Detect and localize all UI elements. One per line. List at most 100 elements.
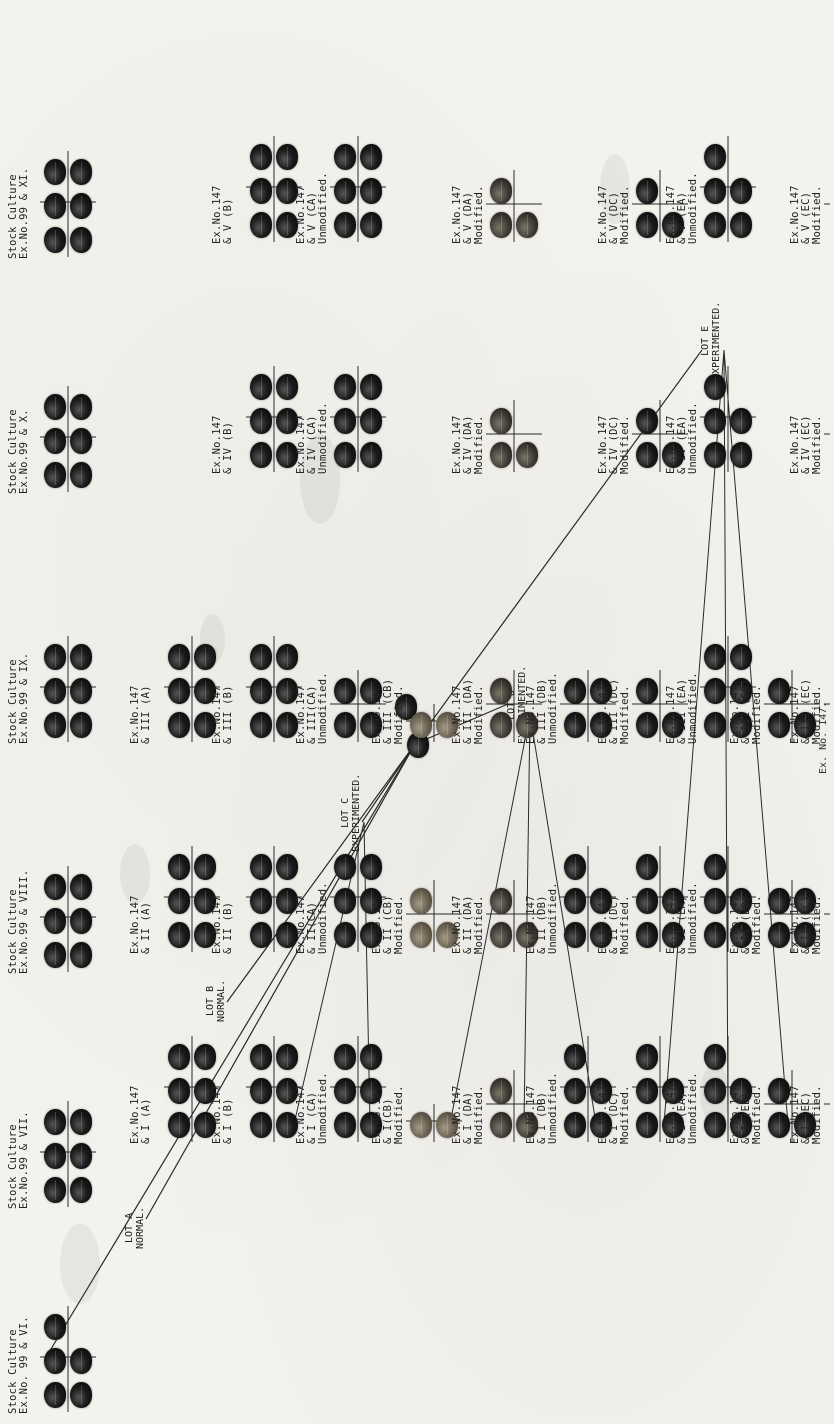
beetle-stock-x [70, 428, 92, 454]
beetle-stock-ix [44, 678, 66, 704]
beetle-db-ii [564, 854, 586, 880]
beetle-ea-iv [704, 374, 726, 400]
group-label-b-iii: Ex.No.147& III (B) [212, 685, 234, 744]
branch-line-1 [146, 744, 415, 1219]
beetle-cb-ii [410, 922, 432, 948]
group-label-line: & II (B) [223, 895, 234, 954]
beetle-stock-xi [70, 227, 92, 253]
beetle-stock-x [70, 462, 92, 488]
group-label-stock-x: Stock CultureEx.No.99 & X. [8, 409, 30, 494]
group-label-line: Modified. [620, 679, 631, 744]
beetle-db-i [564, 1078, 586, 1104]
beetle-cb-iii [410, 712, 432, 738]
beetle-eb-ii [768, 922, 790, 948]
lot-e-label: LOT EEXPERIMENTED. [700, 302, 722, 380]
beetle-ca-v [360, 144, 382, 170]
group-label-b-i: Ex.No.147& I (B) [212, 1085, 234, 1144]
beetle-ea-ii [704, 888, 726, 914]
group-label-a-iii: Ex.No.147& III (A) [130, 685, 152, 744]
beetle-a-i [168, 1044, 190, 1070]
beetle-ca-i [334, 1112, 356, 1138]
group-label-da-ii: Ex.No.147& II (DA)Modified. [452, 895, 485, 954]
group-label-line: & I (A) [141, 1085, 152, 1144]
beetle-b-iii [276, 644, 298, 670]
beetle-a-iii [168, 678, 190, 704]
group-label-line: Modified. [474, 185, 485, 244]
beetle-stock-vi [44, 1348, 66, 1374]
beetle-dc-iii [636, 712, 658, 738]
beetle-db-ii [564, 888, 586, 914]
lot-b-label: LOT BNORMAL. [205, 980, 227, 1022]
beetle-ca-iv [334, 374, 356, 400]
beetle-ca-iv [360, 408, 382, 434]
beetle-da-v [516, 212, 538, 238]
beetle-da-ii [490, 922, 512, 948]
beetle-ca-iv [360, 374, 382, 400]
beetle-stock-vii [44, 1109, 66, 1135]
group-label-line: Modified. [394, 679, 405, 744]
beetle-ca-i [334, 1044, 356, 1070]
lot-c-line: LOT C [340, 774, 351, 852]
beetle-ca-i [360, 1044, 382, 1070]
beetle-b-i [250, 1112, 272, 1138]
beetle-dc-iv [636, 442, 658, 468]
group-label-dc-i: Ex.No.147& I (DC)Modified. [598, 1085, 631, 1144]
group-label-ea-i: Ex.No.147& I (EA)Unmodified. [666, 1072, 699, 1144]
beetle-dc-i [636, 1112, 658, 1138]
beetle-ea-v [704, 144, 726, 170]
beetle-b-ii [250, 888, 272, 914]
beetle-ca-ii [334, 888, 356, 914]
beetle-ca-ii [334, 922, 356, 948]
group-label-da-v: Ex.No.147& V (DA)Modified. [452, 185, 485, 244]
beetle-da-iv [490, 408, 512, 434]
group-label-dc-iii: Ex.No.147& III (DC)Modified. [598, 679, 631, 744]
group-label-line: Modified. [474, 1085, 485, 1144]
beetle-da-iv [490, 442, 512, 468]
group-label-line: Ex.No.99 & X. [19, 409, 30, 494]
group-label-line: Unmodified. [548, 1072, 559, 1144]
beetle-a-i [168, 1078, 190, 1104]
beetle-eb-ii [768, 888, 790, 914]
beetle-ea-v [704, 212, 726, 238]
beetle-da-v [490, 178, 512, 204]
group-label-line: Modified. [812, 1085, 823, 1144]
beetle-stock-x [44, 462, 66, 488]
beetle-da-v [490, 212, 512, 238]
beetle-stock-x [70, 394, 92, 420]
group-label-line: Modified. [474, 415, 485, 474]
group-label-db-i: Ex.No.147& I (DB)Unmodified. [526, 1072, 559, 1144]
group-label-line: Unmodified. [688, 1072, 699, 1144]
beetle-stock-vi [70, 1348, 92, 1374]
beetle-stock-xi [70, 193, 92, 219]
beetle-da-ii [490, 888, 512, 914]
paper-smudge [60, 1224, 100, 1304]
beetle-stock-ix [70, 644, 92, 670]
beetle-ea-v [730, 212, 752, 238]
paper-smudge [200, 614, 225, 664]
group-label-ca-i: Ex.No.147& I (CA)Unmodified. [296, 1072, 329, 1144]
beetle-stock-ix [44, 712, 66, 738]
group-label-a-i: Ex.No.147& I (A) [130, 1085, 152, 1144]
lot-c-line: EXPERIMENTED. [351, 774, 362, 852]
beetle-stock-viii [70, 942, 92, 968]
group-label-line: Unmodified. [548, 672, 559, 744]
group-label-line: Modified. [620, 415, 631, 474]
group-label-line: Unmodified. [318, 672, 329, 744]
group-label-line: Ex.No.99 & VII. [19, 1111, 30, 1209]
beetle-eb-i [768, 1078, 790, 1104]
group-label-eb-i: Ex.No.147& I (EB)Modified. [730, 1085, 763, 1144]
beetle-b-v [276, 144, 298, 170]
beetle-stock-viii [70, 908, 92, 934]
beetle-ca-iv [360, 442, 382, 468]
group-label-ca-v: Ex.No.147& V (CA)Unmodified. [296, 172, 329, 244]
beetle-a-ii [168, 922, 190, 948]
beetle-dc-ii [636, 922, 658, 948]
group-label-da-iii: Ex.No.147& III (DA)Modified. [452, 679, 485, 744]
beetle-b-v [250, 178, 272, 204]
beetle-db-ii [564, 922, 586, 948]
beetle-ca-iii [334, 712, 356, 738]
beetle-db-iii [564, 678, 586, 704]
